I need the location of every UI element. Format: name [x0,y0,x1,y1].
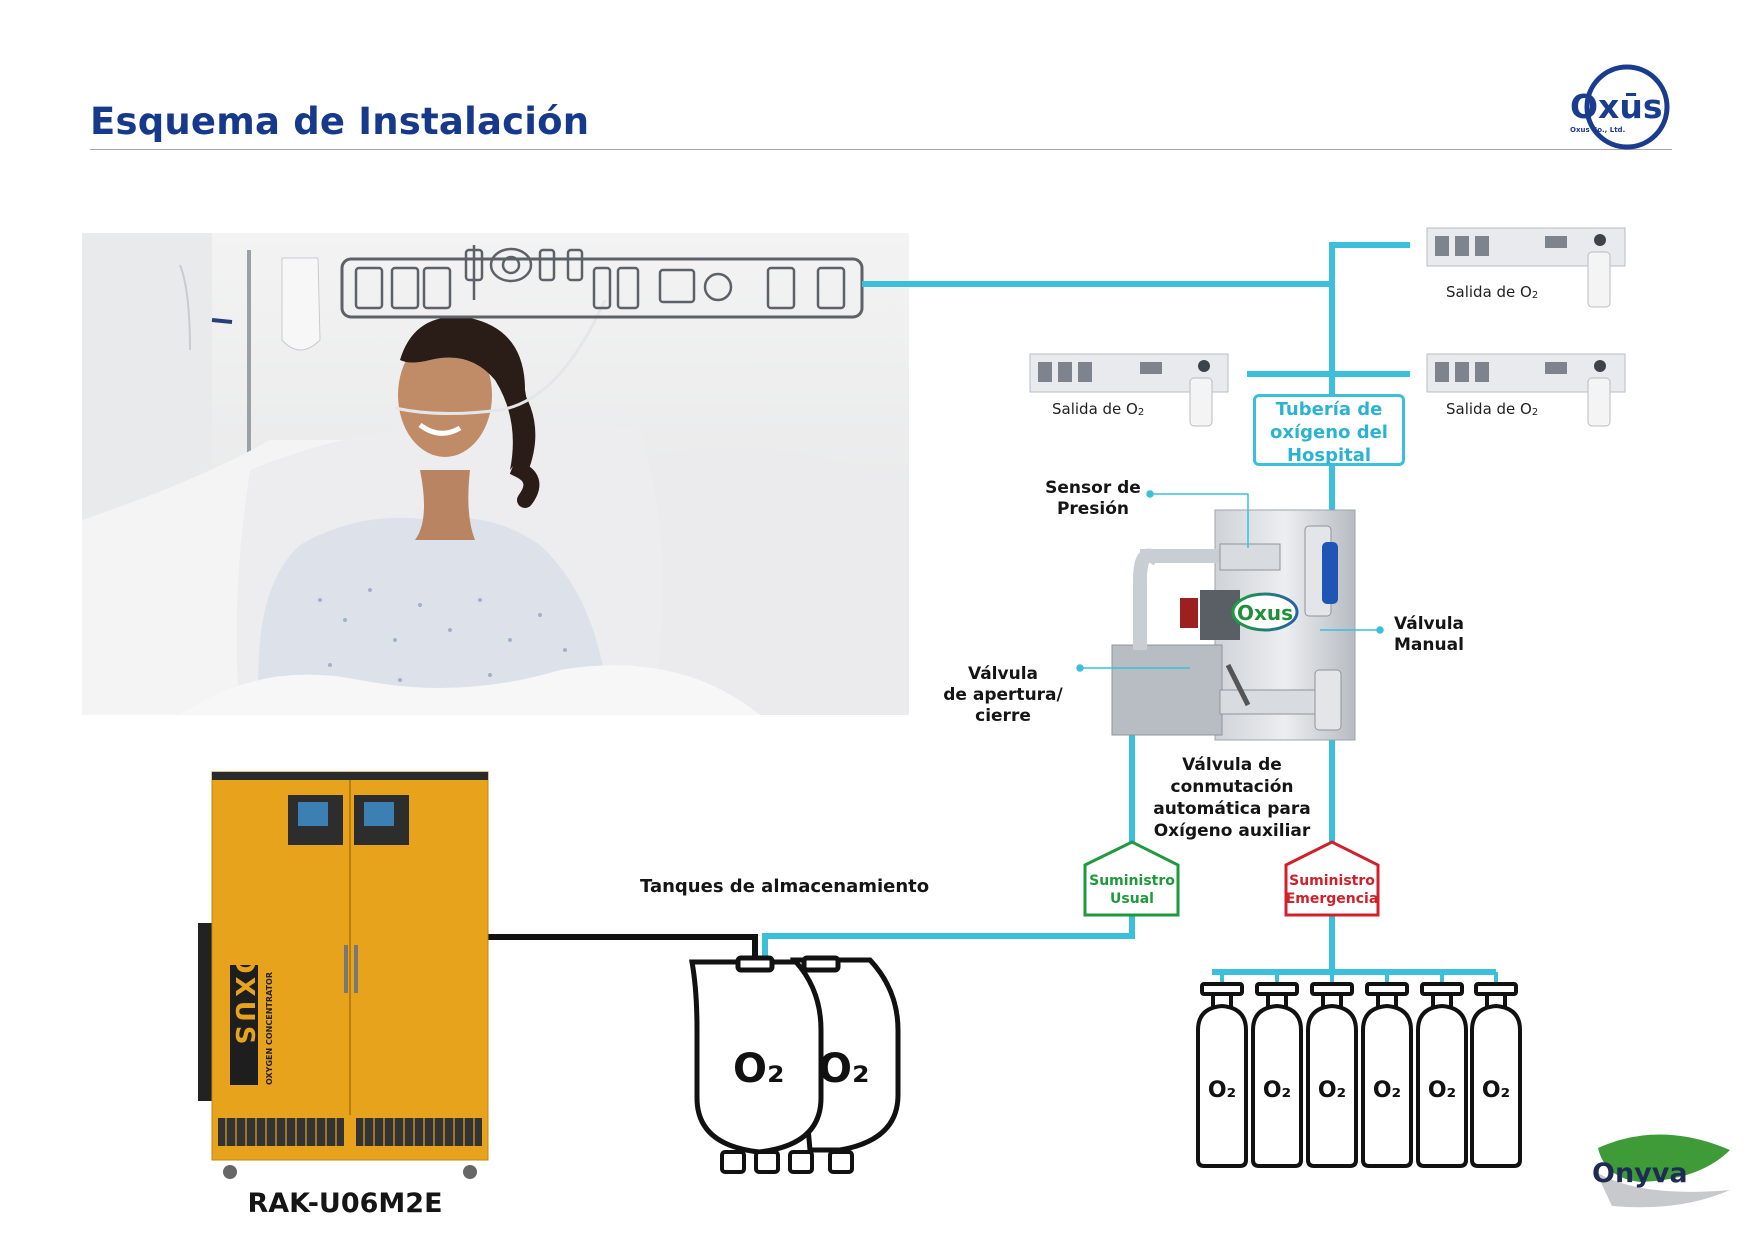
oxygen-cylinder: O₂ [1251,982,1303,1168]
hospital-room-photo [82,233,909,715]
oxygen-cylinder-label: O₂ [1208,1078,1236,1103]
oxygen-cylinder-label: O₂ [1482,1078,1510,1103]
storage-tanks [689,955,901,1174]
oxygen-cylinder: O₂ [1470,982,1522,1168]
outlet-label-right: Salida de O2 [1446,400,1539,418]
oxygen-concentrator-cabinet: OXUS OXYGEN CONCENTRATOR [198,771,489,1179]
oxygen-cylinder-label: O₂ [1428,1078,1456,1103]
switch-unit-logo: Oxus [1237,601,1293,625]
emergency-supply-tag [1284,840,1380,917]
title-divider [90,149,1672,150]
storage-tank-front-label: O₂ [733,1046,785,1092]
storage-tank-back-label: O₂ [818,1046,870,1092]
usual-supply-tag [1083,840,1180,917]
concentrator-to-tank-line [488,934,758,962]
concentrator-model-name: RAK-U06M2E [247,1188,443,1219]
onyva-logo: Onyva [1592,1134,1730,1208]
storage-tanks-label: Tanques de almacenamiento [640,876,930,897]
onyva-logo-text: Onyva [1592,1158,1688,1189]
emergency-oxygen-cylinders: O₂ O₂ O₂ O₂ O₂ O₂ [1196,982,1522,1168]
concentrator-side-text: OXYGEN CONCENTRATOR [265,972,274,1085]
oxygen-outlet-panel-left [1029,353,1229,427]
oxygen-cylinder: O₂ [1416,982,1468,1168]
oxygen-cylinder: O₂ [1196,982,1248,1168]
outlet-label-top: Salida de O2 [1446,283,1539,301]
oxus-logo-subtext: Oxus Co., Ltd. [1570,126,1625,134]
oxygen-outlet-panel-right [1426,353,1626,427]
concentrator-brand: OXUS [229,951,259,1048]
oxygen-cylinder-label: O₂ [1318,1078,1346,1103]
page-title: Esquema de Instalación [90,100,590,143]
oxygen-cylinder-label: O₂ [1373,1078,1401,1103]
oxus-logo-text: Oxūs [1570,87,1662,126]
callout-lines [1076,490,1384,672]
automatic-switching-valve-unit: Oxus [1111,509,1356,741]
oxygen-cylinder-label: O₂ [1263,1078,1291,1103]
oxygen-cylinder: O₂ [1361,982,1413,1168]
oxygen-cylinder: O₂ [1306,982,1358,1168]
oxygen-outlet-panel-top [1426,227,1626,308]
outlet-label-left: Salida de O2 [1052,400,1145,418]
oxus-logo: Oxūs Oxus Co., Ltd. [1570,64,1670,150]
